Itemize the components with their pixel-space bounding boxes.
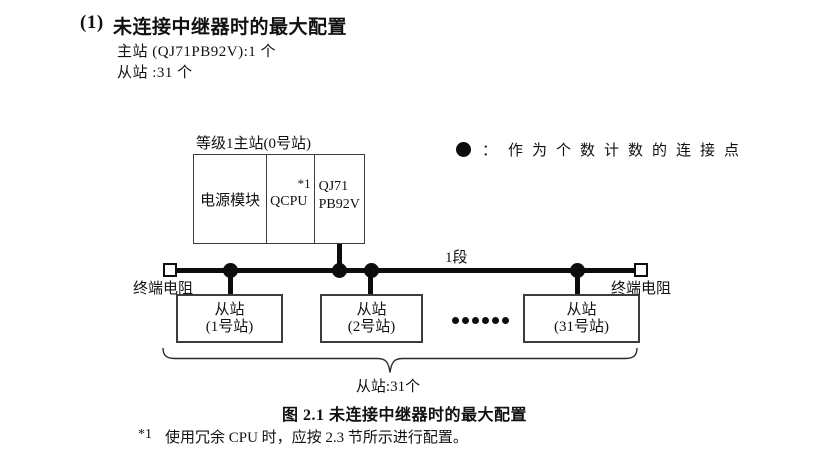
legend-colon: ： — [482, 143, 498, 159]
connection-point — [570, 263, 585, 278]
connection-point — [223, 263, 238, 278]
power-module-cell: 电源模块 — [194, 155, 266, 243]
dot-icon — [482, 317, 489, 324]
slave1-drop-line — [228, 272, 233, 294]
cpu-footnote-marker: *1 — [297, 176, 311, 191]
legend: ： 作为个数计数的连接点 — [456, 139, 748, 160]
segment-label: 1段 — [445, 250, 468, 266]
connection-point — [332, 263, 347, 278]
spec-master-count: 主站 (QJ71PB92V):1 个 — [117, 44, 277, 60]
slave-label: 从站 — [566, 301, 597, 318]
ellipsis-dots — [452, 317, 509, 324]
connection-point — [364, 263, 379, 278]
terminator-resistor-left — [163, 263, 177, 277]
dot-icon — [492, 317, 499, 324]
network-module-cell: QJ71 PB92V — [313, 155, 364, 243]
dot-icon — [462, 317, 469, 324]
legend-text: 作为个数计数的连接点 — [508, 143, 749, 159]
dot-icon — [502, 317, 509, 324]
slave-station-number: (2号站) — [347, 318, 396, 335]
connection-point-icon — [456, 142, 471, 157]
slave3-drop-line — [575, 272, 580, 294]
slave-station-2-box: 从站 (2号站) — [320, 294, 423, 343]
slave2-drop-line — [368, 272, 373, 294]
power-module-label: 电源模块 — [200, 192, 261, 209]
master-drop-line — [337, 244, 342, 272]
dot-icon — [452, 317, 459, 324]
slave-total-label: 从站:31个 — [355, 379, 421, 395]
master-station-box: 电源模块 *1 QCPU QJ71 PB92V — [193, 154, 365, 244]
section-heading-title: 未连接中继器时的最大配置 — [113, 17, 348, 38]
cpu-module-cell: *1 QCPU — [266, 155, 313, 243]
terminator-resistor-right — [634, 263, 648, 277]
terminator-right-label: 终端电阻 — [611, 281, 672, 297]
slave-station-number: (31号站) — [554, 318, 609, 335]
slave-station-number: (1号站) — [205, 318, 254, 335]
spec-slave-count: 从站 :31 个 — [117, 65, 193, 81]
terminator-left-label: 终端电阻 — [133, 281, 194, 297]
section-heading-number: (1) — [80, 12, 104, 33]
slave-label: 从站 — [214, 301, 245, 318]
slave-label: 从站 — [356, 301, 387, 318]
cpu-module-label: QCPU — [270, 194, 308, 209]
master-station-label: 等级1主站(0号站) — [196, 136, 311, 152]
dot-icon — [472, 317, 479, 324]
network-module-label: QJ71 PB92V — [318, 179, 360, 212]
footnote-marker: *1 — [138, 427, 152, 442]
slave-station-31-box: 从站 (31号站) — [523, 294, 640, 343]
slave-station-1-box: 从站 (1号站) — [176, 294, 283, 343]
figure-caption: 图 2.1 未连接中继器时的最大配置 — [282, 407, 528, 424]
bus-line — [166, 268, 644, 273]
footnote-text: 使用冗余 CPU 时，应按 2.3 节所示进行配置。 — [165, 430, 468, 446]
